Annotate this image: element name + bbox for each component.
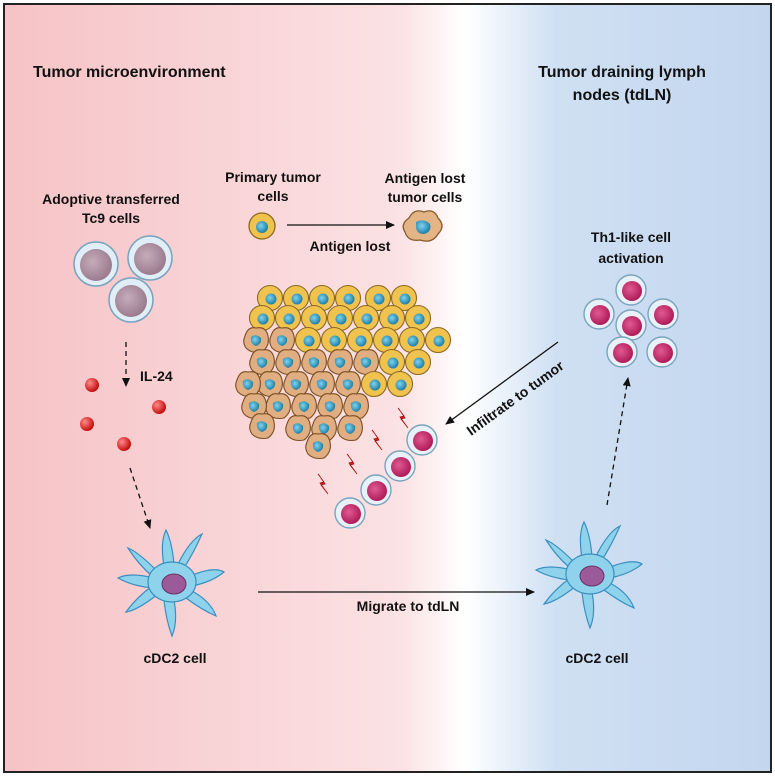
- t-cell: [606, 336, 638, 368]
- tumor-cell: [372, 326, 400, 354]
- lightning-icon: [397, 407, 409, 429]
- il24-dot: [80, 417, 94, 431]
- il24-to-cdc2-arrow: [129, 467, 152, 529]
- tumor-cell: [301, 349, 327, 376]
- tumor-cell: [282, 284, 310, 312]
- th1-label-line2: activation: [598, 250, 663, 266]
- tc9-cells: [73, 235, 173, 323]
- tumor-cell: [378, 348, 406, 376]
- il24-dot: [85, 378, 99, 392]
- t-cell: [646, 336, 678, 368]
- tumor-cell: [265, 393, 291, 420]
- tumor-cell: [320, 326, 348, 354]
- t-cell: [615, 309, 647, 341]
- tumor-cell: [352, 304, 380, 332]
- cdc2-to-th1-arrow: [606, 377, 631, 506]
- tumor-cell: [309, 371, 335, 398]
- tc9-cell: [127, 235, 173, 281]
- tumor-cell: [283, 371, 309, 398]
- antigen-lost-label-line2: tumor cells: [388, 189, 463, 205]
- tumor-cell: [300, 304, 328, 332]
- tumor-cell: [257, 371, 283, 398]
- t-cell: [406, 424, 438, 456]
- t-cell: [583, 298, 615, 330]
- primary-tumor-label-line1: Primary tumor: [225, 169, 321, 185]
- t-cell: [334, 497, 366, 529]
- migrate-label: Migrate to tdLN: [357, 598, 460, 614]
- cdc2-cell-right: [534, 520, 644, 630]
- t-cell: [647, 298, 679, 330]
- cdc2-left-label: cDC2 cell: [143, 650, 206, 666]
- tumor-cell: [235, 371, 261, 398]
- tumor-cell: [386, 370, 414, 398]
- il24-label: IL-24: [140, 368, 173, 384]
- left-region-title: Tumor microenvironment: [33, 64, 226, 81]
- tumor-cell: [353, 349, 379, 376]
- tumor-cell: [305, 433, 331, 460]
- background-panel: [3, 3, 772, 773]
- antigen-lost-arrow-label: Antigen lost: [310, 238, 391, 254]
- dendrite-arms: [116, 528, 226, 638]
- tc9-label-line2: Tc9 cells: [82, 210, 140, 226]
- tumor-cell: [249, 349, 275, 376]
- tumor-cell: [404, 348, 432, 376]
- right-region-title-line1: Tumor draining lymph: [538, 64, 706, 81]
- tumor-cell: [249, 413, 275, 440]
- tc9-cell: [73, 241, 119, 287]
- tumor-cell: [308, 284, 336, 312]
- th1-label-line1: Th1-like cell: [591, 229, 671, 245]
- t-cell: [384, 450, 416, 482]
- tumor-cell: [404, 304, 432, 332]
- tumor-cell: [326, 304, 354, 332]
- tumor-cell: [346, 326, 374, 354]
- tumor-cell: [327, 349, 353, 376]
- th1-cells: [583, 274, 679, 368]
- tumor-cell: [291, 393, 317, 420]
- right-region-title-line2: nodes (tdLN): [573, 87, 672, 104]
- tumor-cell: [398, 326, 426, 354]
- tumor-cell: [317, 393, 343, 420]
- tumor-cell: [335, 371, 361, 398]
- cytotoxic-lightning: [317, 407, 409, 495]
- tumor-cell: [390, 284, 418, 312]
- cdc2-right-label: cDC2 cell: [565, 650, 628, 666]
- tumor-cell: [285, 415, 311, 442]
- cdc2-cell-left: [116, 528, 226, 638]
- tumor-cell: [360, 370, 388, 398]
- tumor-cell: [378, 304, 406, 332]
- tumor-cell: [424, 326, 452, 354]
- lightning-icon: [346, 453, 358, 475]
- antigen-lost-label-line1: Antigen lost: [385, 170, 466, 186]
- il24-molecules: [80, 378, 166, 451]
- il24-dot: [152, 400, 166, 414]
- lightning-icon: [317, 473, 329, 495]
- antigen-lost-tumor-cell: [402, 210, 443, 242]
- primary-tumor-cell: [248, 212, 276, 240]
- t-cell: [360, 474, 392, 506]
- tumor-cell: [364, 284, 392, 312]
- tumor-cell: [343, 393, 369, 420]
- primary-tumor-label-line2: cells: [257, 188, 288, 204]
- tc9-cell: [108, 277, 154, 323]
- infiltrate-arrow: [445, 341, 559, 425]
- tumor-mass: [235, 284, 452, 460]
- lightning-icon: [371, 429, 383, 451]
- infiltrating-t-cells: [334, 424, 438, 529]
- dendrite-arms: [534, 520, 644, 630]
- tumor-cell: [275, 349, 301, 376]
- il24-dot: [117, 437, 131, 451]
- tumor-cell: [243, 327, 269, 354]
- tumor-cell: [269, 327, 295, 354]
- tumor-cell: [337, 415, 363, 442]
- t-cell: [615, 274, 647, 306]
- tumor-cell: [248, 304, 276, 332]
- tumor-cell: [274, 304, 302, 332]
- tc9-label-line1: Adoptive transferred: [42, 191, 180, 207]
- tumor-cell: [294, 326, 322, 354]
- tumor-cell: [241, 393, 267, 420]
